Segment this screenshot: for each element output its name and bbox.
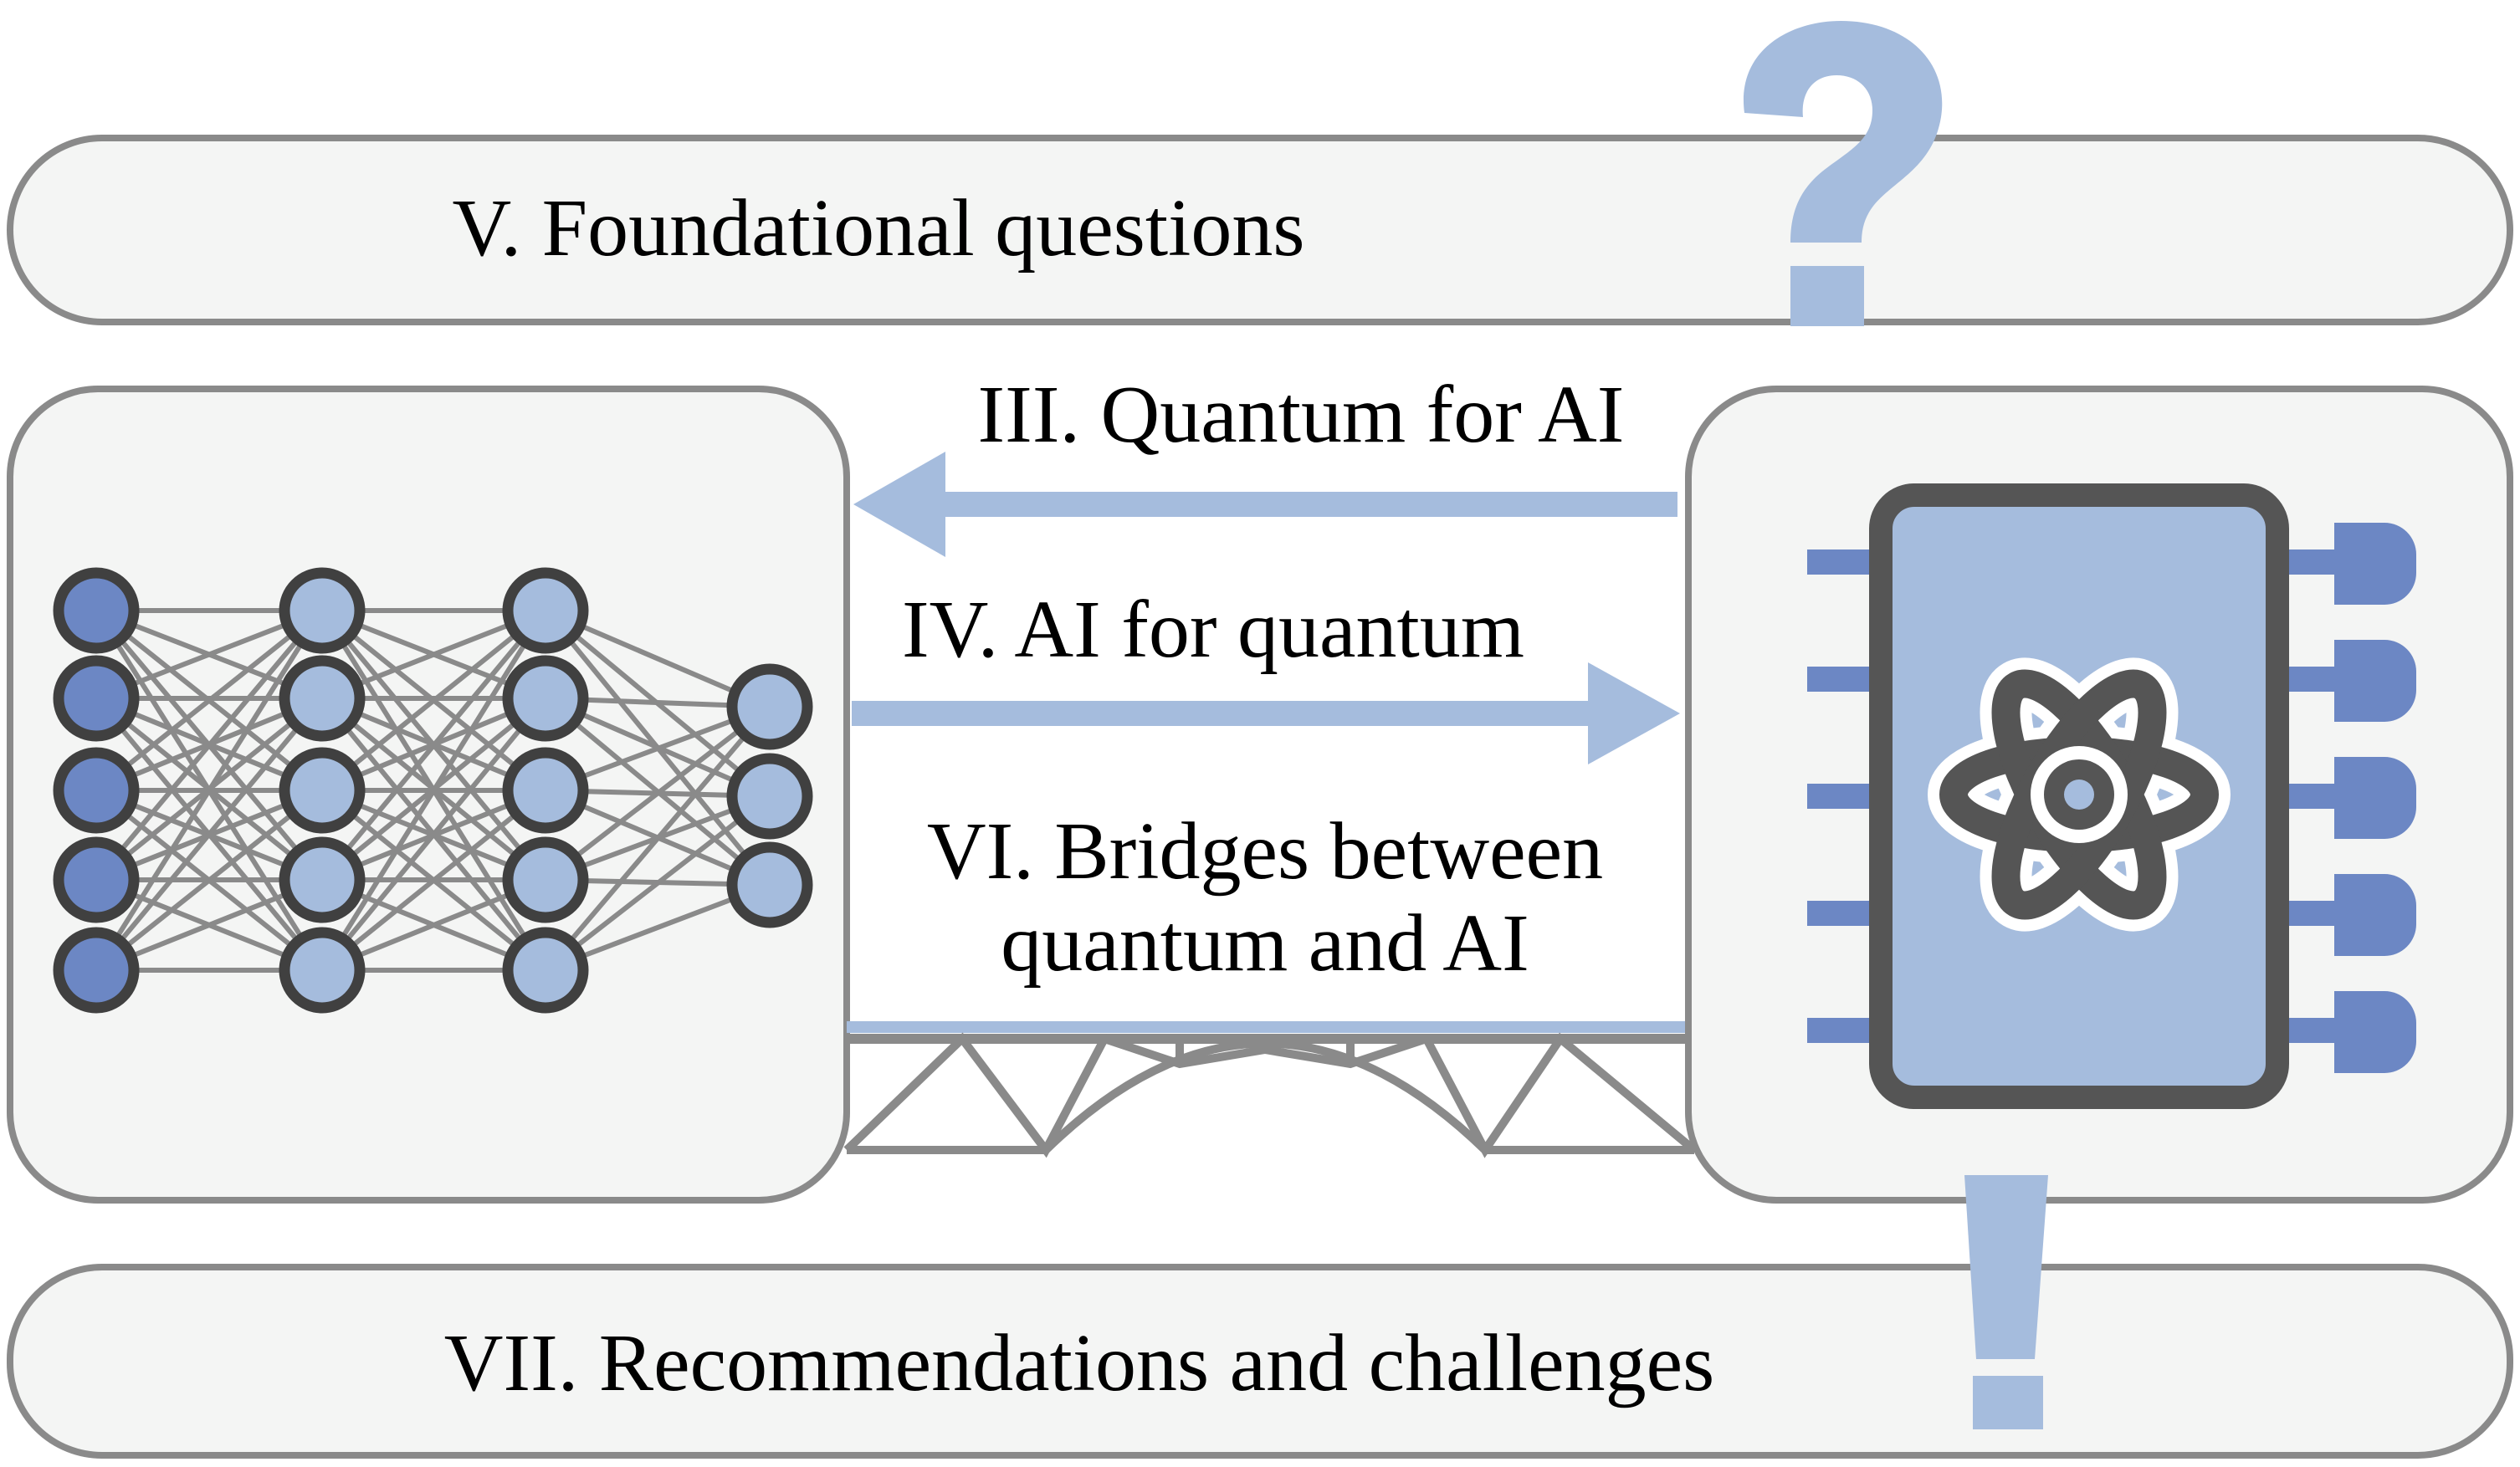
atom-icon <box>1928 657 2231 932</box>
nn-node <box>502 927 589 1014</box>
nn-connection <box>544 704 771 882</box>
nn-node <box>53 747 140 834</box>
recommendations-label: VII. Recommendations and challenges <box>444 1318 1715 1408</box>
quantum-for-ai-label: III. Quantum for AI <box>978 370 1625 460</box>
foundational-questions-section: V. Foundational questions <box>7 135 2513 325</box>
bridges-label-line1: VI. Bridges between <box>927 806 1603 897</box>
bridges-label-line2: quantum and AI <box>1001 898 1529 989</box>
neural-network-icon <box>53 567 813 1014</box>
exclamation-mark-icon <box>1964 1175 2048 1429</box>
nn-connection <box>95 608 324 793</box>
question-mark-icon <box>1743 21 1943 326</box>
nn-connection <box>320 609 548 972</box>
nn-connection <box>94 697 325 972</box>
ai-for-quantum-label: IV. AI for quantum <box>902 585 1524 675</box>
nn-connection <box>94 609 325 882</box>
nn-node <box>279 836 366 923</box>
nn-connection <box>94 609 325 972</box>
nn-connection <box>320 697 548 972</box>
nn-node <box>53 927 140 1014</box>
bridge-icon <box>843 1021 1698 1158</box>
nn-node <box>53 836 140 923</box>
nn-node <box>53 655 140 742</box>
nn-connection <box>320 608 547 793</box>
quantum-chip-icon <box>1807 483 2416 1109</box>
nn-node <box>502 567 589 654</box>
nn-connection <box>320 788 547 973</box>
foundational-questions-label: V. Foundational questions <box>452 183 1304 273</box>
nn-node <box>279 567 366 654</box>
quantum-panel <box>1685 386 2513 1204</box>
nn-node <box>279 747 366 834</box>
nn-node <box>502 655 589 742</box>
nn-connection <box>95 788 324 973</box>
nn-node <box>726 663 813 750</box>
nn-node <box>726 841 813 928</box>
nn-node <box>502 836 589 923</box>
nn-node <box>502 747 589 834</box>
nn-connection <box>320 609 548 882</box>
recommendations-section: VII. Recommendations and challenges <box>7 1264 2513 1459</box>
recommendations-bar <box>7 1264 2513 1459</box>
quantum-for-ai-arrow <box>853 452 1677 557</box>
ai-panel <box>7 386 850 1204</box>
nn-node <box>279 655 366 742</box>
nn-connection <box>544 794 771 973</box>
nn-node <box>53 567 140 654</box>
nn-node <box>279 927 366 1014</box>
ai-for-quantum-arrow <box>852 662 1680 764</box>
nn-connection <box>543 705 772 972</box>
nn-node <box>726 753 813 840</box>
